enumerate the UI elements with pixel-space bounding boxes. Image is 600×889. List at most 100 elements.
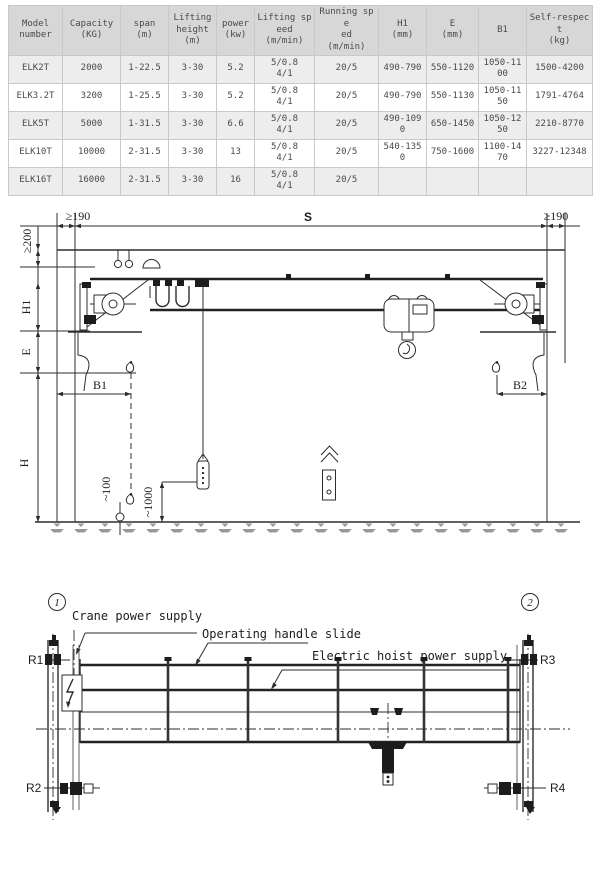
elevation-drawing: S ≥190 ≥190 ≥200 H1 E H	[17, 209, 580, 535]
cell: 5000	[62, 110, 121, 140]
header-cell: span (m)	[120, 5, 169, 56]
cell: 3-30	[168, 166, 217, 196]
cell	[426, 166, 479, 196]
cell: 6.6	[216, 110, 255, 140]
end-carriage-left	[68, 279, 149, 333]
label-operating-handle-slide: Operating handle slide	[202, 627, 361, 641]
dim-label-b2: B2	[513, 378, 527, 392]
marker-2: 2	[527, 597, 533, 609]
cell: 20/5	[314, 110, 379, 140]
hook-icon	[125, 360, 135, 373]
dim-label-left-clearance: ≥190	[66, 209, 91, 223]
cell: 490-1090	[378, 110, 427, 140]
table-row: ELK3.2T 3200 1-25.5 3-30 5.2 5/0.8 4/1 2…	[8, 82, 593, 112]
cell: 10000	[62, 138, 121, 168]
dim-label-right-clearance: ≥190	[544, 209, 569, 223]
spec-table-header: Model number Capacity (KG) span (m) Lift…	[8, 5, 593, 56]
dim-label-hook-to-floor: ~100	[99, 477, 113, 502]
cell: 5/0.8 4/1	[254, 166, 315, 196]
end-truck-right	[484, 634, 546, 820]
girder-plan	[36, 657, 570, 744]
cell: 1791-4764	[526, 82, 593, 112]
cell	[526, 166, 593, 196]
ground-hatch	[40, 523, 575, 533]
cell: 550-1120	[426, 54, 479, 84]
hook-icon	[125, 492, 135, 505]
cell: 5.2	[216, 82, 255, 112]
cell: 5/0.8 4/1	[254, 110, 315, 140]
cable-saddle-icon	[142, 259, 161, 269]
header-cell: E (mm)	[426, 5, 479, 56]
dim-label-span: S	[304, 210, 312, 224]
cell: 540-1350	[378, 138, 427, 168]
cell: ELK16T	[8, 166, 63, 196]
dim-label-h1: H1	[19, 300, 33, 315]
cell: 16	[216, 166, 255, 196]
cell: 16000	[62, 166, 121, 196]
header-cell: Model number	[8, 5, 63, 56]
cell: 1-31.5	[120, 110, 169, 140]
cell: 490-790	[378, 54, 427, 84]
table-row: ELK5T 5000 1-31.5 3-30 6.6 5/0.8 4/1 20/…	[8, 110, 593, 140]
cell: 1050-1250	[478, 110, 527, 140]
dim-label-e: E	[19, 348, 33, 355]
cell: 5.2	[216, 54, 255, 84]
cell: 20/5	[314, 138, 379, 168]
cell: 2210-8770	[526, 110, 593, 140]
dim-label-h: H	[17, 458, 31, 467]
end-carriage-right	[479, 279, 556, 333]
cell: 20/5	[314, 166, 379, 196]
cell: 650-1450	[426, 110, 479, 140]
header-cell: Capacity (KG)	[62, 5, 121, 56]
dim-label-top-clearance: ≥200	[20, 229, 34, 254]
cell: 3200	[62, 82, 121, 112]
header-cell: Lifting height (m)	[168, 5, 217, 56]
cell: 3-30	[168, 138, 217, 168]
header-cell: Lifting sp eed (m/min)	[254, 5, 315, 56]
marker-1-circle	[48, 593, 66, 611]
cell: 3227-12348	[526, 138, 593, 168]
cell: 3-30	[168, 110, 217, 140]
label-r4: R4	[550, 781, 566, 795]
header-cell: power (kw)	[216, 5, 255, 56]
cell: 20/5	[314, 82, 379, 112]
pendant-control	[196, 453, 210, 490]
label-r3: R3	[540, 653, 556, 667]
cell: ELK5T	[8, 110, 63, 140]
cell: 5/0.8 4/1	[254, 82, 315, 112]
hoist-trolley	[383, 295, 435, 359]
cell: ELK10T	[8, 138, 63, 168]
cell: 2-31.5	[120, 138, 169, 168]
cell: 750-1600	[426, 138, 479, 168]
cell: ELK3.2T	[8, 82, 63, 112]
end-truck-left	[44, 634, 100, 820]
cell: 5/0.8 4/1	[254, 54, 315, 84]
dim-label-b1: B1	[93, 378, 107, 392]
cell	[378, 166, 427, 196]
table-row: ELK10T 10000 2-31.5 3-30 13 5/0.8 4/1 20…	[8, 138, 593, 168]
dim-label-pendant-to-floor: ~1000	[141, 487, 155, 518]
cell: 5/0.8 4/1	[254, 138, 315, 168]
cell: 3-30	[168, 54, 217, 84]
cell: 13	[216, 138, 255, 168]
hook-icon	[491, 360, 501, 373]
cell: 550-1130	[426, 82, 479, 112]
cell: 2-31.5	[120, 166, 169, 196]
cell: 1050-1100	[478, 54, 527, 84]
cell: 1100-1470	[478, 138, 527, 168]
label-crane-power-supply: Crane power supply	[72, 609, 202, 623]
plan-drawing: 1 2 Crane power supply Operating handle …	[26, 593, 570, 820]
cell: ELK2T	[8, 54, 63, 84]
hoist-trolley-plan	[368, 703, 407, 786]
label-r1: R1	[28, 653, 44, 667]
header-cell: H1 (mm)	[378, 5, 427, 56]
cell: 1500-4200	[526, 54, 593, 84]
cell: 490-790	[378, 82, 427, 112]
marker-2-circle	[521, 593, 539, 611]
cell: 1-22.5	[120, 54, 169, 84]
header-cell: Running spe ed (m/min)	[314, 5, 379, 56]
cell: 3-30	[168, 82, 217, 112]
cell: 20/5	[314, 54, 379, 84]
header-cell: B1	[478, 5, 527, 56]
